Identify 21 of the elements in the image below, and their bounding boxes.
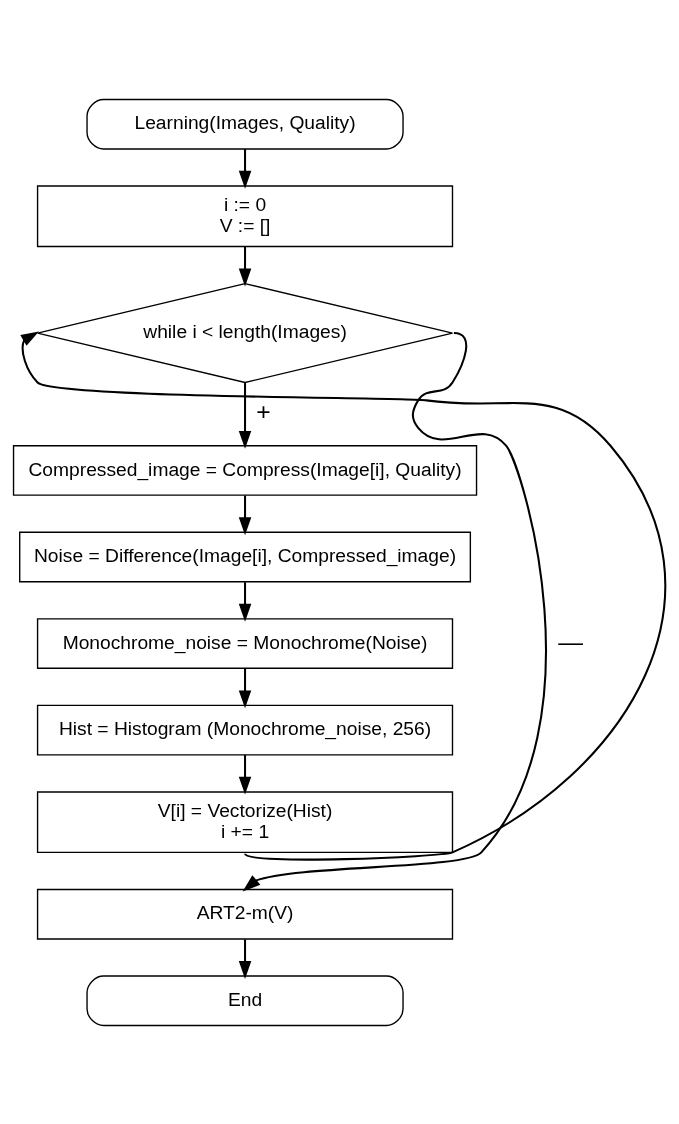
node-box: V[i] = Vectorize(Hist) i += 1 bbox=[36, 790, 454, 853]
node-box: Monochrome_noise = Monochrome(Noise) bbox=[36, 617, 454, 669]
node-box: End bbox=[86, 974, 404, 1026]
node-box: ART2-m(V) bbox=[36, 888, 454, 940]
arrow bbox=[238, 246, 252, 286]
arrow bbox=[238, 382, 252, 449]
node-box: i := 0 V := [] bbox=[36, 184, 454, 247]
node-diamond: while i < length(Images) bbox=[36, 282, 454, 383]
arrow bbox=[238, 668, 252, 708]
node-box: Compressed_image = Compress(Image[i], Quality) bbox=[12, 444, 478, 496]
arrow bbox=[20, 331, 666, 861]
arrow bbox=[238, 938, 252, 979]
arrow bbox=[238, 754, 252, 795]
node-box: Noise = Difference(Image[i], Compressed_image) bbox=[19, 531, 472, 582]
arrow bbox=[238, 581, 252, 622]
edge-label: — bbox=[558, 627, 584, 655]
node-box: Hist = Histogram (Monochrome_noise, 256) bbox=[36, 704, 454, 756]
arrow bbox=[238, 148, 252, 189]
edge-label: + bbox=[256, 397, 271, 425]
node-box: Learning(Images, Quality) bbox=[86, 98, 404, 150]
arrow bbox=[238, 495, 252, 535]
